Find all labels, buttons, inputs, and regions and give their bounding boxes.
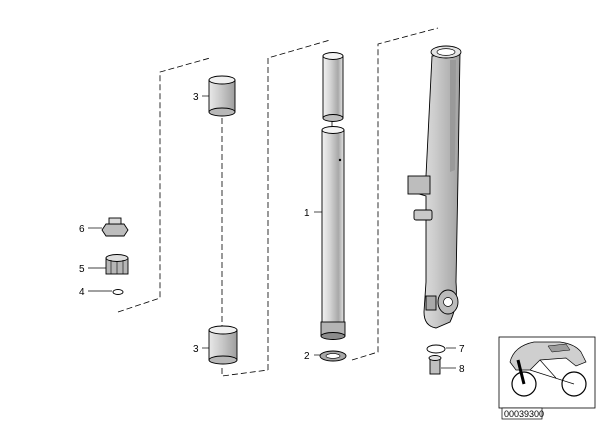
fork-tube-bleed-hole — [338, 158, 342, 162]
fork-tube-main-top — [321, 126, 345, 134]
callout-labels: 1 2 3 3 4 5 6 7 8 — [79, 92, 465, 375]
seal-ring-inner — [325, 353, 341, 359]
fork-slider-top-bore — [436, 48, 456, 56]
fork-tube-upper-top — [322, 52, 344, 60]
callout-8: 8 — [459, 364, 465, 375]
callout-1: 1 — [304, 208, 310, 219]
fork-slider-body — [409, 51, 461, 329]
seal-ring — [319, 350, 347, 362]
callout-3-top: 3 — [193, 92, 199, 103]
lower-bushing-top-rim — [208, 325, 238, 335]
callout-5: 5 — [79, 264, 85, 275]
callout-6: 6 — [79, 224, 85, 235]
fork-tube-upper — [322, 52, 344, 122]
reference-code-box — [501, 407, 543, 420]
callout-2: 2 — [304, 351, 310, 362]
fork-slider-pin — [413, 209, 433, 221]
part-5-valve — [105, 254, 129, 275]
assembly-line-seal — [351, 27, 439, 361]
fork-slider-boss — [425, 295, 437, 311]
lower-bushing-bottom-rim — [208, 355, 238, 365]
fork-tube-main — [320, 126, 346, 340]
lower-bushing-body — [208, 329, 238, 361]
part-4-washer — [112, 289, 124, 295]
motorcycle-fork-highlight — [516, 359, 526, 385]
lower-bushing — [208, 325, 238, 365]
callout-7: 7 — [459, 344, 465, 355]
assembly-line-tube — [267, 39, 331, 370]
bolt-head — [428, 355, 442, 361]
fork-tube-upper-bottom — [322, 114, 344, 122]
thumbnail-inset: 00039300 — [498, 336, 596, 420]
fork-slider-shading — [450, 60, 456, 172]
callout-4: 4 — [79, 287, 85, 298]
upper-bushing-body — [208, 79, 236, 113]
fork-tube-upper-body — [322, 55, 344, 119]
fork-slider-bracket — [407, 175, 431, 195]
leader-lines — [88, 95, 456, 369]
nut-top — [108, 217, 122, 225]
upper-bushing — [208, 75, 236, 117]
assembly-lines — [117, 27, 439, 377]
part-6-nut — [101, 217, 129, 237]
assembly-line-bushings-bottom — [221, 368, 269, 377]
upper-bushing-bottom-rim — [208, 107, 236, 117]
callout-3-bottom: 3 — [193, 344, 199, 355]
motorcycle-icon — [509, 341, 587, 397]
reference-code: 00039300 — [504, 409, 544, 419]
motorcycle-frame — [529, 359, 575, 385]
fork-slider-axle-hole — [443, 297, 453, 307]
assembly-line-bushings — [117, 57, 211, 313]
nut-body — [101, 223, 129, 237]
part-8-bolt — [428, 355, 442, 375]
upper-bushing-top-rim — [208, 75, 236, 85]
fork-slider — [407, 45, 462, 329]
motorcycle-seat — [547, 343, 571, 353]
fork-tube-main-bottom — [320, 332, 346, 340]
valve-top — [105, 254, 129, 262]
part-7-cap — [426, 344, 446, 354]
